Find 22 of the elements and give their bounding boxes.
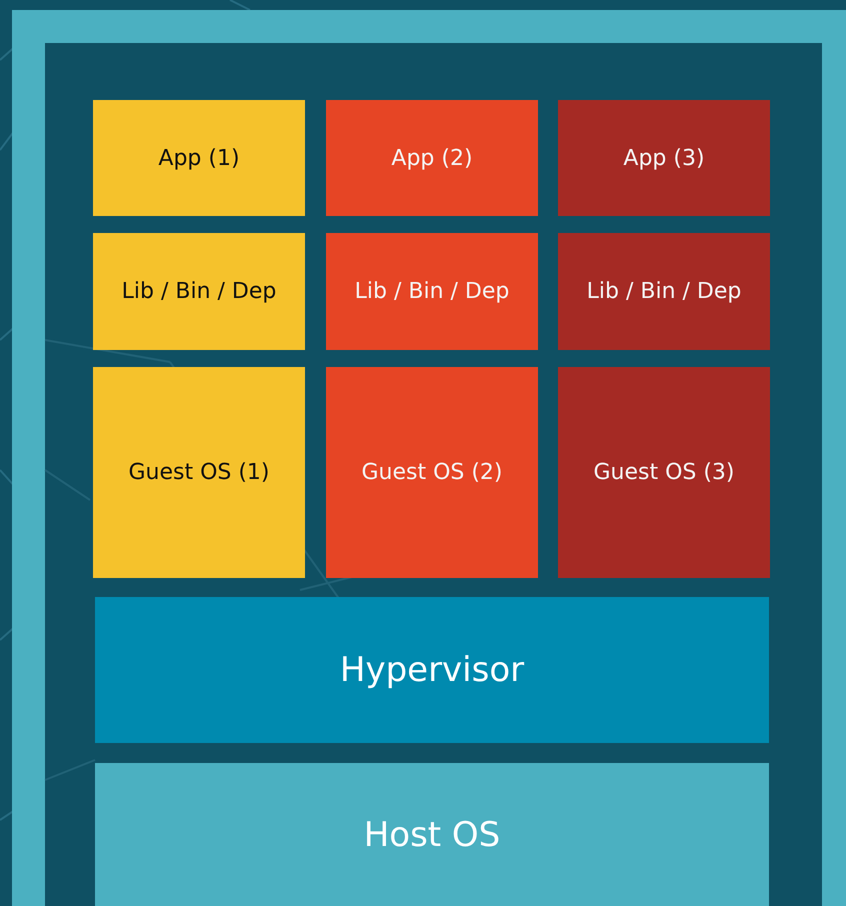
layer-label: App (1) <box>158 146 240 170</box>
layer-label: Host OS <box>364 815 500 855</box>
layer-label: Lib / Bin / Dep <box>586 279 742 304</box>
layer-label: Guest OS (3) <box>593 460 735 485</box>
layer-box <box>326 100 538 216</box>
layer-box <box>558 100 770 216</box>
layer-box <box>93 233 305 350</box>
layer-label: Lib / Bin / Dep <box>354 279 510 304</box>
layer-label: Lib / Bin / Dep <box>122 279 276 304</box>
layer-box <box>93 367 305 578</box>
layer-label: App (3) <box>623 146 705 170</box>
layer-box <box>326 233 538 350</box>
layer-box <box>558 367 770 578</box>
layer-label: Guest OS (2) <box>361 460 503 485</box>
layer-box <box>93 100 305 216</box>
layer-label: Guest OS (1) <box>128 460 270 485</box>
layer-box <box>558 233 770 350</box>
layer-box <box>95 597 769 743</box>
layer-box <box>95 763 769 906</box>
layer-label: Hypervisor <box>340 650 524 690</box>
layer-label: App (2) <box>391 146 473 170</box>
layer-box <box>326 367 538 578</box>
